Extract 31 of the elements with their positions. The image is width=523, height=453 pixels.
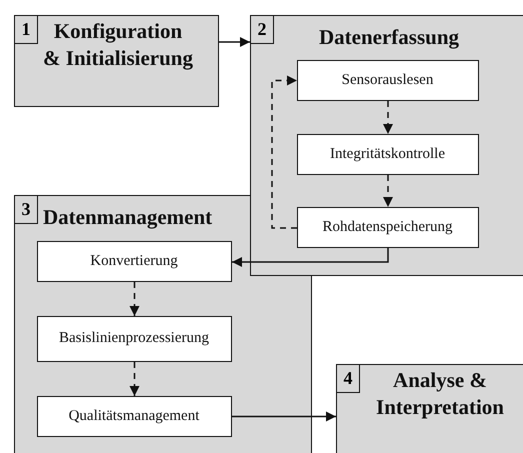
process-box bbox=[296, 60, 478, 100]
stage-number: 1 bbox=[15, 16, 38, 44]
arrow bbox=[383, 175, 393, 207]
arrow bbox=[383, 101, 393, 134]
stage-panel bbox=[14, 195, 312, 453]
stage-panel bbox=[14, 15, 219, 107]
step-label: Integritätskontrolle bbox=[330, 146, 445, 162]
stage-number: 3 bbox=[15, 196, 38, 224]
stage-number: 4 bbox=[337, 365, 360, 393]
arrow bbox=[130, 282, 140, 316]
process-box bbox=[36, 396, 232, 436]
step-label: Basislinienprozessierung bbox=[59, 330, 209, 347]
arrow bbox=[232, 412, 336, 422]
arrow bbox=[130, 362, 140, 396]
step-label: Sensorauslesen bbox=[342, 72, 434, 88]
process-box bbox=[36, 240, 232, 282]
step-label: Konvertierung bbox=[90, 252, 178, 270]
arrow bbox=[271, 76, 297, 229]
stage-title: Analyse & Interpretation bbox=[375, 367, 505, 422]
process-box bbox=[296, 206, 478, 248]
process-box bbox=[296, 134, 478, 174]
arrow bbox=[219, 37, 250, 47]
stage-title: Datenmanagement bbox=[43, 204, 214, 231]
stage-panel bbox=[250, 15, 523, 276]
arrow bbox=[232, 248, 389, 267]
process-box bbox=[36, 316, 232, 362]
stage-title: Konfiguration & Initialisierung bbox=[43, 18, 193, 72]
stage-number: 2 bbox=[251, 16, 274, 44]
step-label: Rohdatenspeicherung bbox=[322, 218, 452, 236]
stage-title: Datenerfassung bbox=[318, 24, 460, 51]
step-label: Qualitätsmanagement bbox=[68, 408, 200, 424]
